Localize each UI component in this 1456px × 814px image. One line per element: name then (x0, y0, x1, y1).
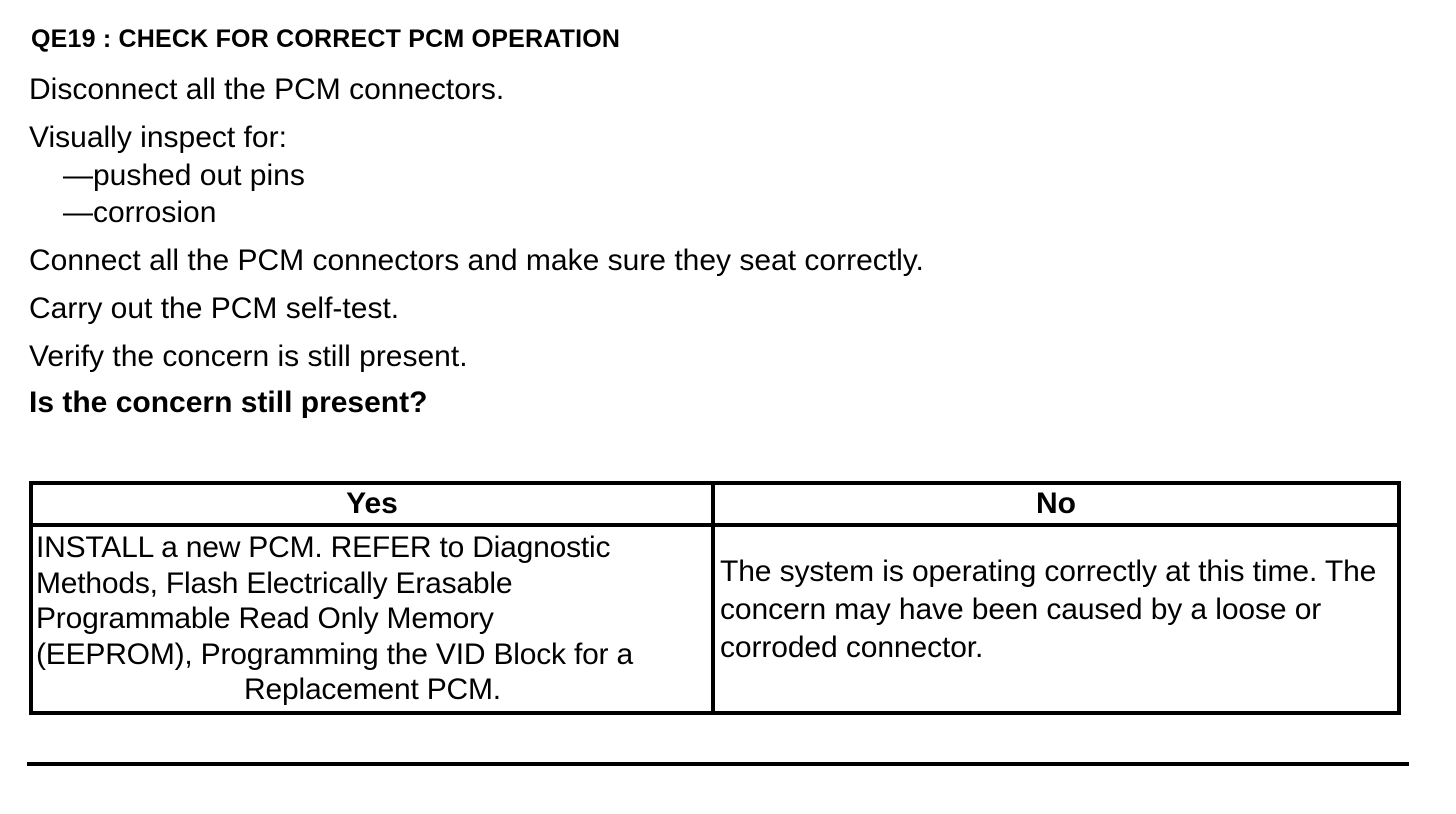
step-disconnect: Disconnect all the PCM connectors. (29, 73, 505, 106)
question-text: Is the concern still present? (29, 386, 428, 419)
no-action-cell: The system is operating correctly at thi… (711, 523, 1401, 715)
table-row: INSTALL a new PCM. REFER to Diagnostic M… (29, 523, 1401, 715)
table-header-row: Yes No (29, 481, 1401, 527)
yes-action-line: INSTALL a new PCM. REFER to Diagnostic (36, 531, 611, 565)
inspect-item-corrosion: —corrosion (63, 196, 217, 229)
page-title: QE19 : CHECK FOR CORRECT PCM OPERATION (31, 25, 621, 53)
step-verify: Verify the concern is still present. (29, 340, 468, 373)
step-self-test: Carry out the PCM self-test. (29, 292, 400, 325)
bottom-divider (27, 762, 1409, 766)
step-inspect-intro: Visually inspect for: (29, 121, 287, 154)
yes-action-line: Programmable Read Only Memory (36, 602, 494, 636)
no-column-header: No (711, 481, 1401, 527)
yes-action-line: (EEPROM), Programming the VID Block for … (36, 637, 633, 671)
inspect-item-pushed-out-pins: —pushed out pins (63, 159, 305, 192)
step-connect: Connect all the PCM connectors and make … (29, 244, 924, 277)
yes-action-line: Methods, Flash Electrically Erasable (36, 566, 513, 600)
result-table: Yes No INSTALL a new PCM. REFER to Diagn… (29, 481, 1401, 715)
yes-column-header: Yes (29, 481, 715, 527)
yes-action-cell: INSTALL a new PCM. REFER to Diagnostic M… (29, 523, 715, 715)
yes-action-line: Replacement PCM. (244, 673, 501, 707)
